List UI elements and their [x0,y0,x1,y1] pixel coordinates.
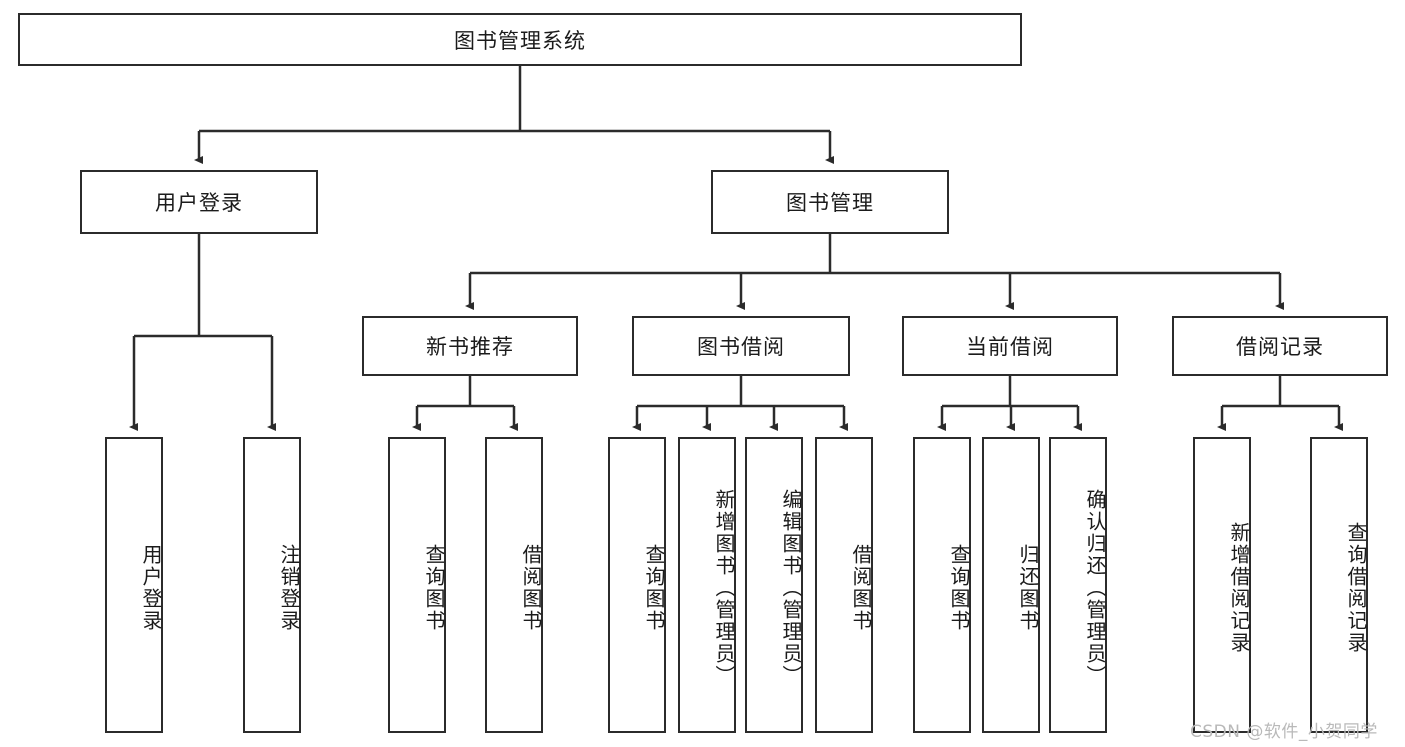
node-label: 借阅图书 [849,544,873,632]
node-label: 查询借阅记录 [1344,522,1368,654]
node-label: 归还图书 [1016,544,1040,632]
node-leaf-c2[interactable]: 新增图书（管理员） [678,437,736,733]
node-l2-book[interactable]: 图书管理 [711,170,949,234]
node-label: 查询图书 [947,544,971,632]
node-label: 新增借阅记录 [1227,522,1251,654]
node-leaf-e2[interactable]: 查询借阅记录 [1310,437,1368,733]
node-label: 注销登录 [277,544,301,632]
node-l3-new[interactable]: 新书推荐 [362,316,578,376]
node-l3-current[interactable]: 当前借阅 [902,316,1118,376]
node-label: 新书推荐 [426,335,514,359]
node-leaf-e1[interactable]: 新增借阅记录 [1193,437,1251,733]
node-label: 确认归还（管理员） [1083,489,1107,687]
node-l3-record[interactable]: 借阅记录 [1172,316,1388,376]
node-leaf-c4[interactable]: 借阅图书 [815,437,873,733]
node-leaf-d3[interactable]: 确认归还（管理员） [1049,437,1107,733]
node-label: 用户登录 [155,191,243,215]
node-leaf-a2[interactable]: 注销登录 [243,437,301,733]
node-l2-login[interactable]: 用户登录 [80,170,318,234]
node-label: 借阅记录 [1236,335,1324,359]
node-leaf-d1[interactable]: 查询图书 [913,437,971,733]
node-root[interactable]: 图书管理系统 [18,13,1022,66]
node-leaf-b2[interactable]: 借阅图书 [485,437,543,733]
node-label: 图书借阅 [697,335,785,359]
node-label: 新增图书（管理员） [712,489,736,687]
node-leaf-d2[interactable]: 归还图书 [982,437,1040,733]
node-label: 编辑图书（管理员） [779,489,803,687]
node-label: 查询图书 [642,544,666,632]
node-label: 查询图书 [422,544,446,632]
node-label: 用户登录 [139,544,163,632]
node-leaf-c3[interactable]: 编辑图书（管理员） [745,437,803,733]
node-leaf-a1[interactable]: 用户登录 [105,437,163,733]
node-label: 图书管理 [786,191,874,215]
node-label: 图书管理系统 [454,28,586,53]
node-label: 借阅图书 [519,544,543,632]
node-leaf-b1[interactable]: 查询图书 [388,437,446,733]
node-label: 当前借阅 [966,335,1054,359]
node-l3-borrow[interactable]: 图书借阅 [632,316,850,376]
node-leaf-c1[interactable]: 查询图书 [608,437,666,733]
